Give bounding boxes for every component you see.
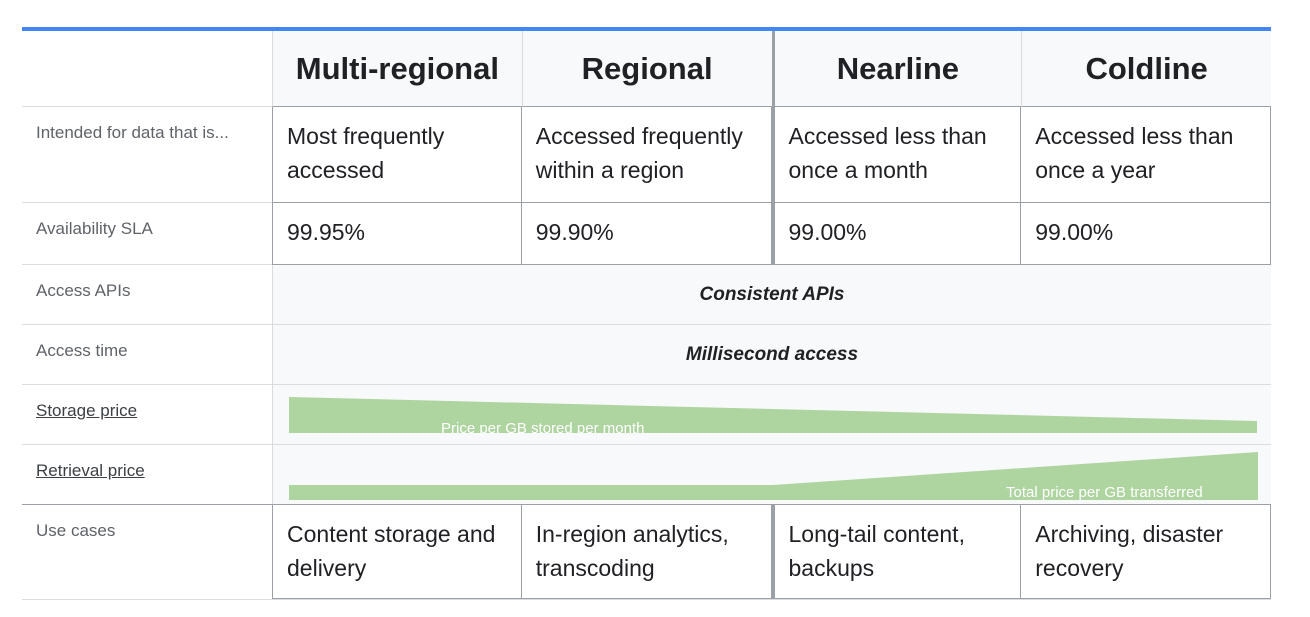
table-row: Access APIs Consistent APIs [22,265,1271,325]
table-row: Intended for data that is... Most freque… [22,107,1271,203]
header-row: Multi-regional Regional Nearline Coldlin… [22,31,1271,107]
table-row: Availability SLA 99.95% 99.90% 99.00% 99… [22,203,1271,265]
table-cell: Archiving, disaster recovery [1021,505,1271,599]
row-label: Use cases [36,521,116,540]
column-header-multi-regional: Multi-regional [272,31,522,107]
row-label: Access APIs [36,281,131,300]
table-row: Storage price Price per GB stored per mo… [22,385,1271,445]
table-cell: 99.00% [1021,203,1271,264]
storage-price-caption: Price per GB stored per month [441,420,645,437]
table-cell: 99.90% [522,203,772,264]
table-row: Use cases Content storage and delivery I… [22,504,1271,600]
retrieval-price-caption: Total price per GB transferred [1006,484,1203,501]
table-row: Retrieval price Total price per GB trans… [22,445,1271,505]
accent-bar [22,27,1271,31]
table-cell: Content storage and delivery [272,505,522,599]
column-header-regional: Regional [521,31,772,107]
column-header-nearline: Nearline [771,31,1022,107]
storage-price-cell: Price per GB stored per month [272,385,1271,444]
table-cell: Accessed less than once a month [771,107,1022,202]
spanning-cell: Millisecond access [272,325,1271,384]
retrieval-price-wedge [289,452,1258,500]
retrieval-price-link[interactable]: Retrieval price [36,461,145,480]
table-cell: 99.00% [771,203,1022,264]
table-cell: Accessed frequently within a region [522,107,772,202]
row-label: Intended for data that is... [22,107,272,203]
spanning-cell: Consistent APIs [272,265,1271,324]
table-cell: Most frequently accessed [272,107,522,202]
storage-price-link[interactable]: Storage price [36,401,138,420]
storage-price-wedge [289,397,1257,433]
storage-class-comparison-table: Multi-regional Regional Nearline Coldlin… [22,27,1271,600]
table-cell: 99.95% [272,203,522,264]
table-row: Access time Millisecond access [22,325,1271,385]
table-cell: Accessed less than once a year [1021,107,1271,202]
header-corner [22,31,272,107]
column-header-coldline: Coldline [1021,31,1271,107]
retrieval-price-cell: Total price per GB transferred [272,445,1271,504]
table-cell: Long-tail content, backups [771,505,1022,599]
row-label: Availability SLA [22,203,272,265]
row-label: Access time [36,341,128,360]
table-cell: In-region analytics, transcoding [521,505,772,599]
